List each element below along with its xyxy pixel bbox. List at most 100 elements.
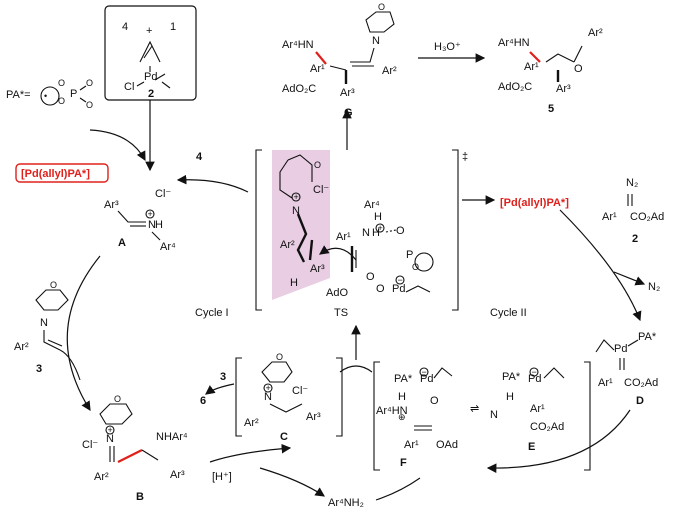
svg-text:O: O [276,352,283,362]
svg-text:N: N [490,409,498,421]
pd-allyl-pa-box: [Pd(allyl)PA*] [15,163,109,183]
label-cycle2: Cycle II [490,307,527,319]
svg-text:H: H [372,227,380,239]
svg-text:H: H [506,391,514,403]
svg-text:PA*: PA* [502,371,521,383]
label-reagent4: 4 [196,151,203,163]
pa-definition: PA*= • O O P O O [6,78,93,110]
svg-text:O: O [50,280,57,290]
svg-text:O: O [314,160,321,170]
label-h3o: H₃O⁺ [434,41,461,53]
svg-text:H: H [374,211,382,223]
svg-text:Cl⁻: Cl⁻ [82,439,98,451]
compound-3: O N Ar² 3 [14,280,69,375]
svg-text:+: + [108,425,113,435]
svg-text:Ar¹: Ar¹ [404,439,419,451]
svg-text:P: P [70,88,77,100]
svg-text:⊕: ⊕ [398,412,406,422]
svg-text:−: − [398,275,403,285]
svg-text:Ar²: Ar² [14,341,29,353]
svg-text:N: N [40,317,48,329]
svg-text:Ar⁴: Ar⁴ [364,199,380,211]
label-dagger: ‡ [462,151,468,163]
arrow-B-to-C [209,443,292,463]
svg-text:Ar³: Ar³ [556,83,571,95]
label-pd-allyl-pa-left: [Pd(allyl)PA*] [21,168,90,180]
svg-text:+: + [378,223,383,233]
svg-text:O: O [58,78,65,88]
arrow-pa-merge [89,129,146,162]
label-cmpdG: G [344,107,353,119]
compounds-E-F: PA* Pd − H O Ar⁴HN ⊕ Ar¹ OAd F ⇌ PA* Pd … [373,361,591,471]
compound-2-diazo: N₂ Ar¹ CO₂Ad 2 [602,177,664,245]
label-pd-precat: Pd [144,71,157,83]
svg-text:Ar¹: Ar¹ [524,61,539,73]
svg-text:Ar¹: Ar¹ [336,231,351,243]
label-cmpdF: F [400,457,407,469]
label-cmpdB: B [136,491,144,503]
svg-text:Ar²: Ar² [588,27,603,39]
svg-text:H: H [398,391,406,403]
svg-text:Ar²: Ar² [382,65,397,77]
arrow-C-release [205,383,235,395]
svg-text:P: P [406,249,413,261]
svg-text:+: + [266,383,271,393]
svg-text:−: − [422,367,427,377]
svg-text:N₂: N₂ [626,177,638,189]
compound-G: O N Ar² Ar⁴HN Ar¹ Ar³ AdO₂C G [282,2,397,119]
svg-text:Ar³: Ar³ [310,263,325,275]
label-n2: N₂ [648,281,660,293]
label-pd-allyl-pa-right: [Pd(allyl)PA*] [500,197,569,209]
svg-text:+: + [294,192,299,202]
svg-text:Pd: Pd [528,373,541,385]
label-ar4nh2: Ar⁴NH₂ [328,497,364,509]
svg-text:AdO: AdO [326,287,348,299]
label-ts: TS [334,307,348,319]
svg-text:Cl⁻: Cl⁻ [292,385,308,397]
svg-text:O: O [366,271,375,283]
svg-text:PA*: PA* [638,331,657,343]
svg-text:CO₂Ad: CO₂Ad [630,211,664,223]
svg-text:⇌: ⇌ [470,403,479,415]
svg-text:N: N [148,219,156,231]
arrow-pd-to-D [559,209,642,322]
svg-text:O: O [378,2,385,12]
svg-text:N: N [292,205,300,217]
label-cmpd2-precat: 2 [148,88,154,100]
svg-text:Ar³: Ar³ [170,469,185,481]
svg-text:H: H [155,219,163,231]
svg-text:AdO₂C: AdO₂C [498,81,532,93]
arrow-ts-attack [319,245,357,261]
svg-text:Pd: Pd [392,283,405,295]
arrow-4-to-A [176,174,249,193]
svg-text:Ar³: Ar³ [340,87,355,99]
compound-D: Pd PA* Ar¹ CO₂Ad D [595,331,658,407]
arrow-D-to-F [486,409,631,473]
svg-text:Pd: Pd [614,343,627,355]
label-h-plus: [H⁺] [212,471,232,483]
svg-text:Ar¹: Ar¹ [602,211,617,223]
label-pa-star: PA*= [6,89,31,101]
transition-state: ‡ O N + Cl⁻ Ar² Ar³ H Ar⁴ H N H + O Ar¹ … [255,149,468,319]
compound-A: Ar³ N H + Cl⁻ Ar⁴ A [104,188,176,253]
arrow-to-aniline [259,467,325,497]
svg-text:Ar⁴HN: Ar⁴HN [376,405,408,417]
label-cmpd3: 3 [36,363,42,375]
svg-text:AdO₂C: AdO₂C [282,83,316,95]
svg-text:O: O [396,225,405,237]
precatalyst-box: 4 + 1 Pd Cl 2 [104,5,197,101]
svg-text:CO₂Ad: CO₂Ad [624,377,658,389]
label-plus: + [146,25,152,37]
svg-text:Ar³: Ar³ [306,411,321,423]
svg-text:Ar⁴HN: Ar⁴HN [282,39,314,51]
svg-text:OAd: OAd [436,439,458,451]
svg-text:Ar²: Ar² [280,239,295,251]
compound-C: O N + Cl⁻ Ar² Ar³ C [235,352,343,443]
arrow-n2-release [613,271,646,286]
label-cmpdE: E [528,441,535,453]
label-cmpdA: A [118,237,126,249]
svg-text:N: N [362,227,370,239]
svg-text:Ar²: Ar² [244,417,259,429]
svg-text:O: O [412,262,419,272]
svg-text:O: O [86,100,93,110]
